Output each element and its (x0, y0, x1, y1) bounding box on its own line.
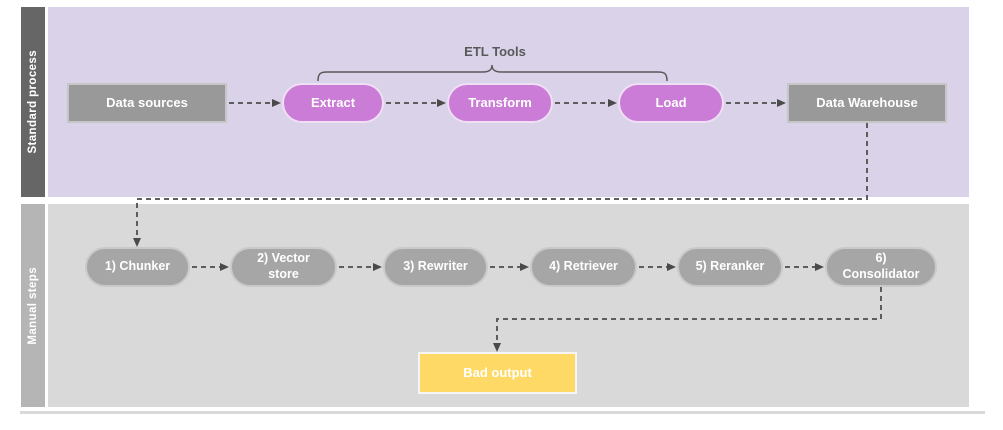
node-chunker: 1) Chunker (85, 247, 190, 287)
etl-tools-label: ETL Tools (464, 44, 526, 59)
node-label: 3) Rewriter (403, 259, 468, 274)
bottom-divider (20, 411, 985, 414)
node-data-sources: Data sources (67, 83, 227, 123)
node-rewriter: 3) Rewriter (383, 247, 488, 287)
node-vector-store: 2) Vector store (230, 247, 337, 287)
node-reranker: 5) Reranker (677, 247, 783, 287)
node-label: 4) Retriever (549, 259, 618, 274)
node-label: Transform (468, 94, 532, 110)
node-consolidator: 6) Consolidator (825, 247, 937, 287)
node-label: 5) Reranker (695, 259, 765, 274)
node-extract: Extract (282, 83, 384, 123)
node-transform: Transform (447, 83, 553, 123)
node-load: Load (618, 83, 724, 123)
node-label: Bad output (463, 364, 532, 380)
lane-header-label: Standard process (27, 50, 39, 154)
node-retriever: 4) Retriever (530, 247, 637, 287)
node-label: Data Warehouse (816, 94, 918, 110)
node-label: Load (655, 94, 687, 110)
lane-header-standard-process: Standard process (21, 7, 45, 197)
node-label: Data sources (106, 94, 188, 110)
node-label: 2) Vector store (257, 251, 310, 281)
node-bad-output: Bad output (418, 352, 577, 394)
node-label: 1) Chunker (104, 259, 171, 274)
node-label: 6) Consolidator (842, 251, 920, 281)
lane-header-label: Manual steps (27, 266, 39, 345)
node-data-warehouse: Data Warehouse (787, 83, 947, 123)
lane-header-manual-steps: Manual steps (21, 204, 45, 407)
node-label: Extract (310, 94, 356, 110)
